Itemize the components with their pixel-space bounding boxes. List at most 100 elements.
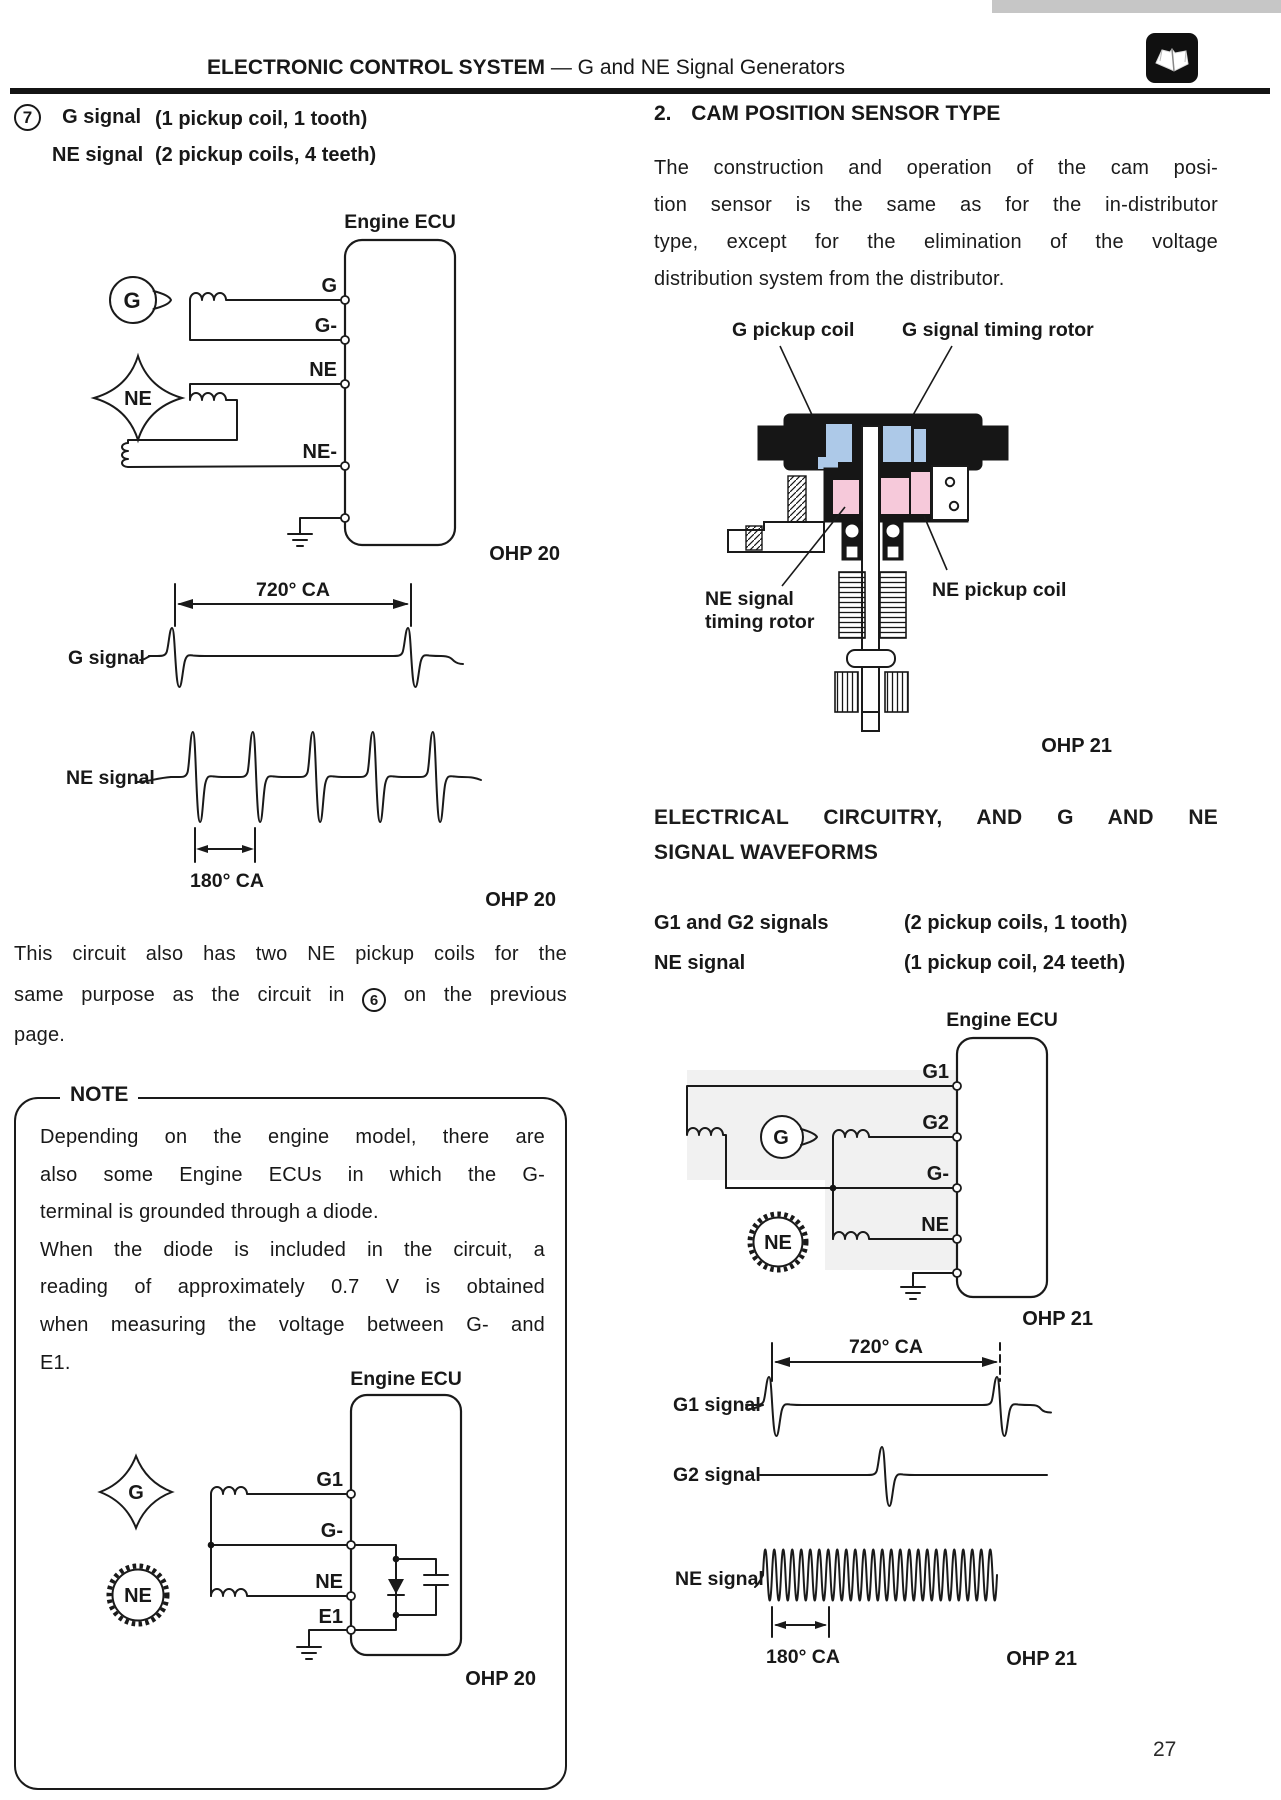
ecu-box	[349, 1393, 463, 1657]
para-line: distribution system from the distributor…	[654, 268, 1005, 290]
ecu-title: Engine ECU	[344, 211, 456, 233]
ne-rotor-label-line2: timing rotor	[705, 611, 815, 633]
g1-signal-label: G1 signal	[673, 1394, 761, 1416]
circuit-diagram-g-ne: Engine ECU G NE G G- NE NE- OHP 20	[90, 211, 560, 565]
terminal-g1: G1	[922, 1061, 949, 1083]
interval-arrow	[771, 1606, 830, 1638]
para-line: same purpose as the circuit in 6 on the …	[14, 975, 567, 1016]
page-number: 27	[1153, 1738, 1177, 1761]
heading-line2: SIGNAL WAVEFORMS	[654, 841, 879, 864]
header-title: ELECTRONIC CONTROL SYSTEM	[207, 56, 545, 79]
page-header: ELECTRONIC CONTROL SYSTEM — G and NE Sig…	[207, 56, 845, 80]
g-rotor-label: G	[123, 288, 140, 313]
circuit3-wires	[207, 1486, 449, 1660]
ecu-title: Engine ECU	[946, 1009, 1058, 1031]
ne-signal-label: NE signal	[66, 767, 155, 789]
span-label: 720° CA	[849, 1336, 923, 1358]
ecu-box	[343, 238, 457, 547]
g2-signal-label: G2 signal	[673, 1464, 761, 1486]
signal-spec-row1-name: G1 and G2 signals	[654, 912, 829, 934]
note-box: NOTE Depending on the engine model, ther…	[14, 1083, 567, 1790]
terminal-ne: NE	[921, 1214, 949, 1236]
cam-sensor-figure: G pickup coil G signal timing rotor	[705, 319, 1112, 757]
g-rotor: G	[760, 1115, 818, 1159]
circuit-diagram-g1-g2-ne: Engine ECU G NE G1 G2 G- NE OHP 21	[686, 1009, 1093, 1330]
note-line: Depending on the engine model, there are	[40, 1126, 545, 1148]
g-rotor-label: G	[128, 1482, 144, 1504]
ne-rotor-label: NE	[764, 1232, 792, 1254]
terminal-e1: E1	[319, 1606, 343, 1628]
terminal-g2: G2	[922, 1112, 949, 1134]
span-arrow	[174, 583, 412, 627]
terminal-g-minus: G-	[315, 315, 337, 337]
note-line: reading of approximately 0.7 V is obtain…	[40, 1276, 545, 1299]
item-7-row1: 7 G signal	[14, 104, 141, 131]
ne-signal-trace	[136, 731, 482, 823]
ohp-ref: OHP 20	[489, 543, 560, 565]
ne-pickup-coil-label: NE pickup coil	[932, 579, 1066, 601]
ne-rotor: NE	[106, 1563, 170, 1627]
terminal-ne: NE	[315, 1571, 343, 1593]
interval-arrow	[194, 827, 256, 863]
g1-signal-trace	[745, 1376, 1052, 1437]
para-line: tion sensor is the same as for the in-di…	[654, 194, 1218, 216]
note-title: NOTE	[60, 1083, 139, 1107]
para-line: The construction and operation of the ca…	[654, 157, 1218, 179]
signal-spec-row2-spec: (1 pickup coil, 24 teeth)	[904, 952, 1126, 974]
span-arrow	[771, 1342, 1001, 1382]
ecu-box	[955, 1036, 1049, 1299]
circuit2-wires	[686, 1085, 958, 1300]
terminal-g-minus: G-	[321, 1520, 343, 1542]
note-line: E1.	[40, 1351, 71, 1374]
circled-7-badge: 7	[14, 104, 41, 131]
para-line: This circuit also has two NE pickup coil…	[14, 943, 567, 965]
item-7-row2-name: NE signal	[52, 144, 144, 166]
header-subtitle: — G and NE Signal Generators	[550, 56, 845, 79]
section-number: 2.	[654, 102, 672, 125]
body-paragraph: This circuit also has two NE pickup coil…	[14, 934, 567, 1056]
open-book-icon	[1146, 33, 1198, 83]
para-line2b: on the previous	[403, 983, 568, 1006]
cam-paragraph: The construction and operation of the ca…	[654, 150, 1218, 298]
heading-line1: ELECTRICAL CIRCUITRY, AND G AND NE	[654, 806, 1218, 829]
circuit1-wires	[121, 292, 346, 547]
note-line: also some Engine ECUs in which the G-	[40, 1163, 545, 1186]
ne-rotor-label-line1: NE signal	[705, 588, 794, 610]
terminal-g: G	[321, 275, 337, 297]
ne-rotor: NE	[90, 352, 186, 444]
terminal-ne-minus: NE-	[303, 441, 337, 463]
note-line: terminal is grounded through a diode.	[40, 1201, 379, 1224]
terminal-g-minus: G-	[927, 1163, 949, 1185]
ohp-ref: OHP 20	[485, 889, 556, 911]
g-signal-trace	[139, 627, 464, 688]
ne-signal-label: NE signal	[675, 1568, 764, 1590]
terminal-ne: NE	[309, 359, 337, 381]
item-7-signal-name: G signal	[62, 106, 142, 128]
circuit-diagram-diode: Engine ECU G NE G	[97, 1368, 536, 1690]
signal-spec-row1-spec: (2 pickup coils, 1 tooth)	[904, 912, 1128, 934]
ne-rotor: NE	[747, 1211, 809, 1273]
ohp-ref: OHP 21	[1041, 735, 1112, 757]
item-7-row2-spec: (2 pickup coils, 4 teeth)	[155, 144, 377, 166]
para-line: page.	[14, 1024, 66, 1046]
g-rotor: G	[97, 1453, 175, 1531]
g-pickup-coil-label: G pickup coil	[732, 319, 854, 341]
header-divider	[10, 88, 1270, 94]
interval-label: 180° CA	[190, 870, 264, 892]
section-title: CAM POSITION SENSOR TYPE	[691, 102, 1001, 125]
waveform-g1-g2-ne: 720° CA G1 signal G2 signal NE signal 18…	[673, 1336, 1077, 1670]
ne-rotor-label: NE	[124, 1585, 152, 1607]
item-7-row1-spec: (1 pickup coil, 1 tooth)	[155, 108, 368, 130]
g-rotor-label: G	[773, 1127, 789, 1149]
sensor-body	[727, 413, 1009, 732]
ohp-ref: OHP 21	[1022, 1308, 1093, 1330]
note-line: When the diode is included in the circui…	[40, 1238, 545, 1261]
span-label: 720° CA	[256, 579, 330, 601]
g-rotor: G	[109, 276, 172, 324]
circuitry-heading: ELECTRICAL CIRCUITRY, AND G AND NE SIGNA…	[654, 800, 1218, 870]
waveform-g-ne: 720° CA G signal NE signal 180° CA OHP 2…	[66, 579, 556, 911]
para-line2a: same purpose as the circuit in	[14, 983, 345, 1006]
section-heading: 2. CAM POSITION SENSOR TYPE	[654, 102, 1000, 126]
note-line: when measuring the voltage between G- an…	[40, 1313, 545, 1336]
ohp-ref: OHP 20	[465, 1668, 536, 1690]
